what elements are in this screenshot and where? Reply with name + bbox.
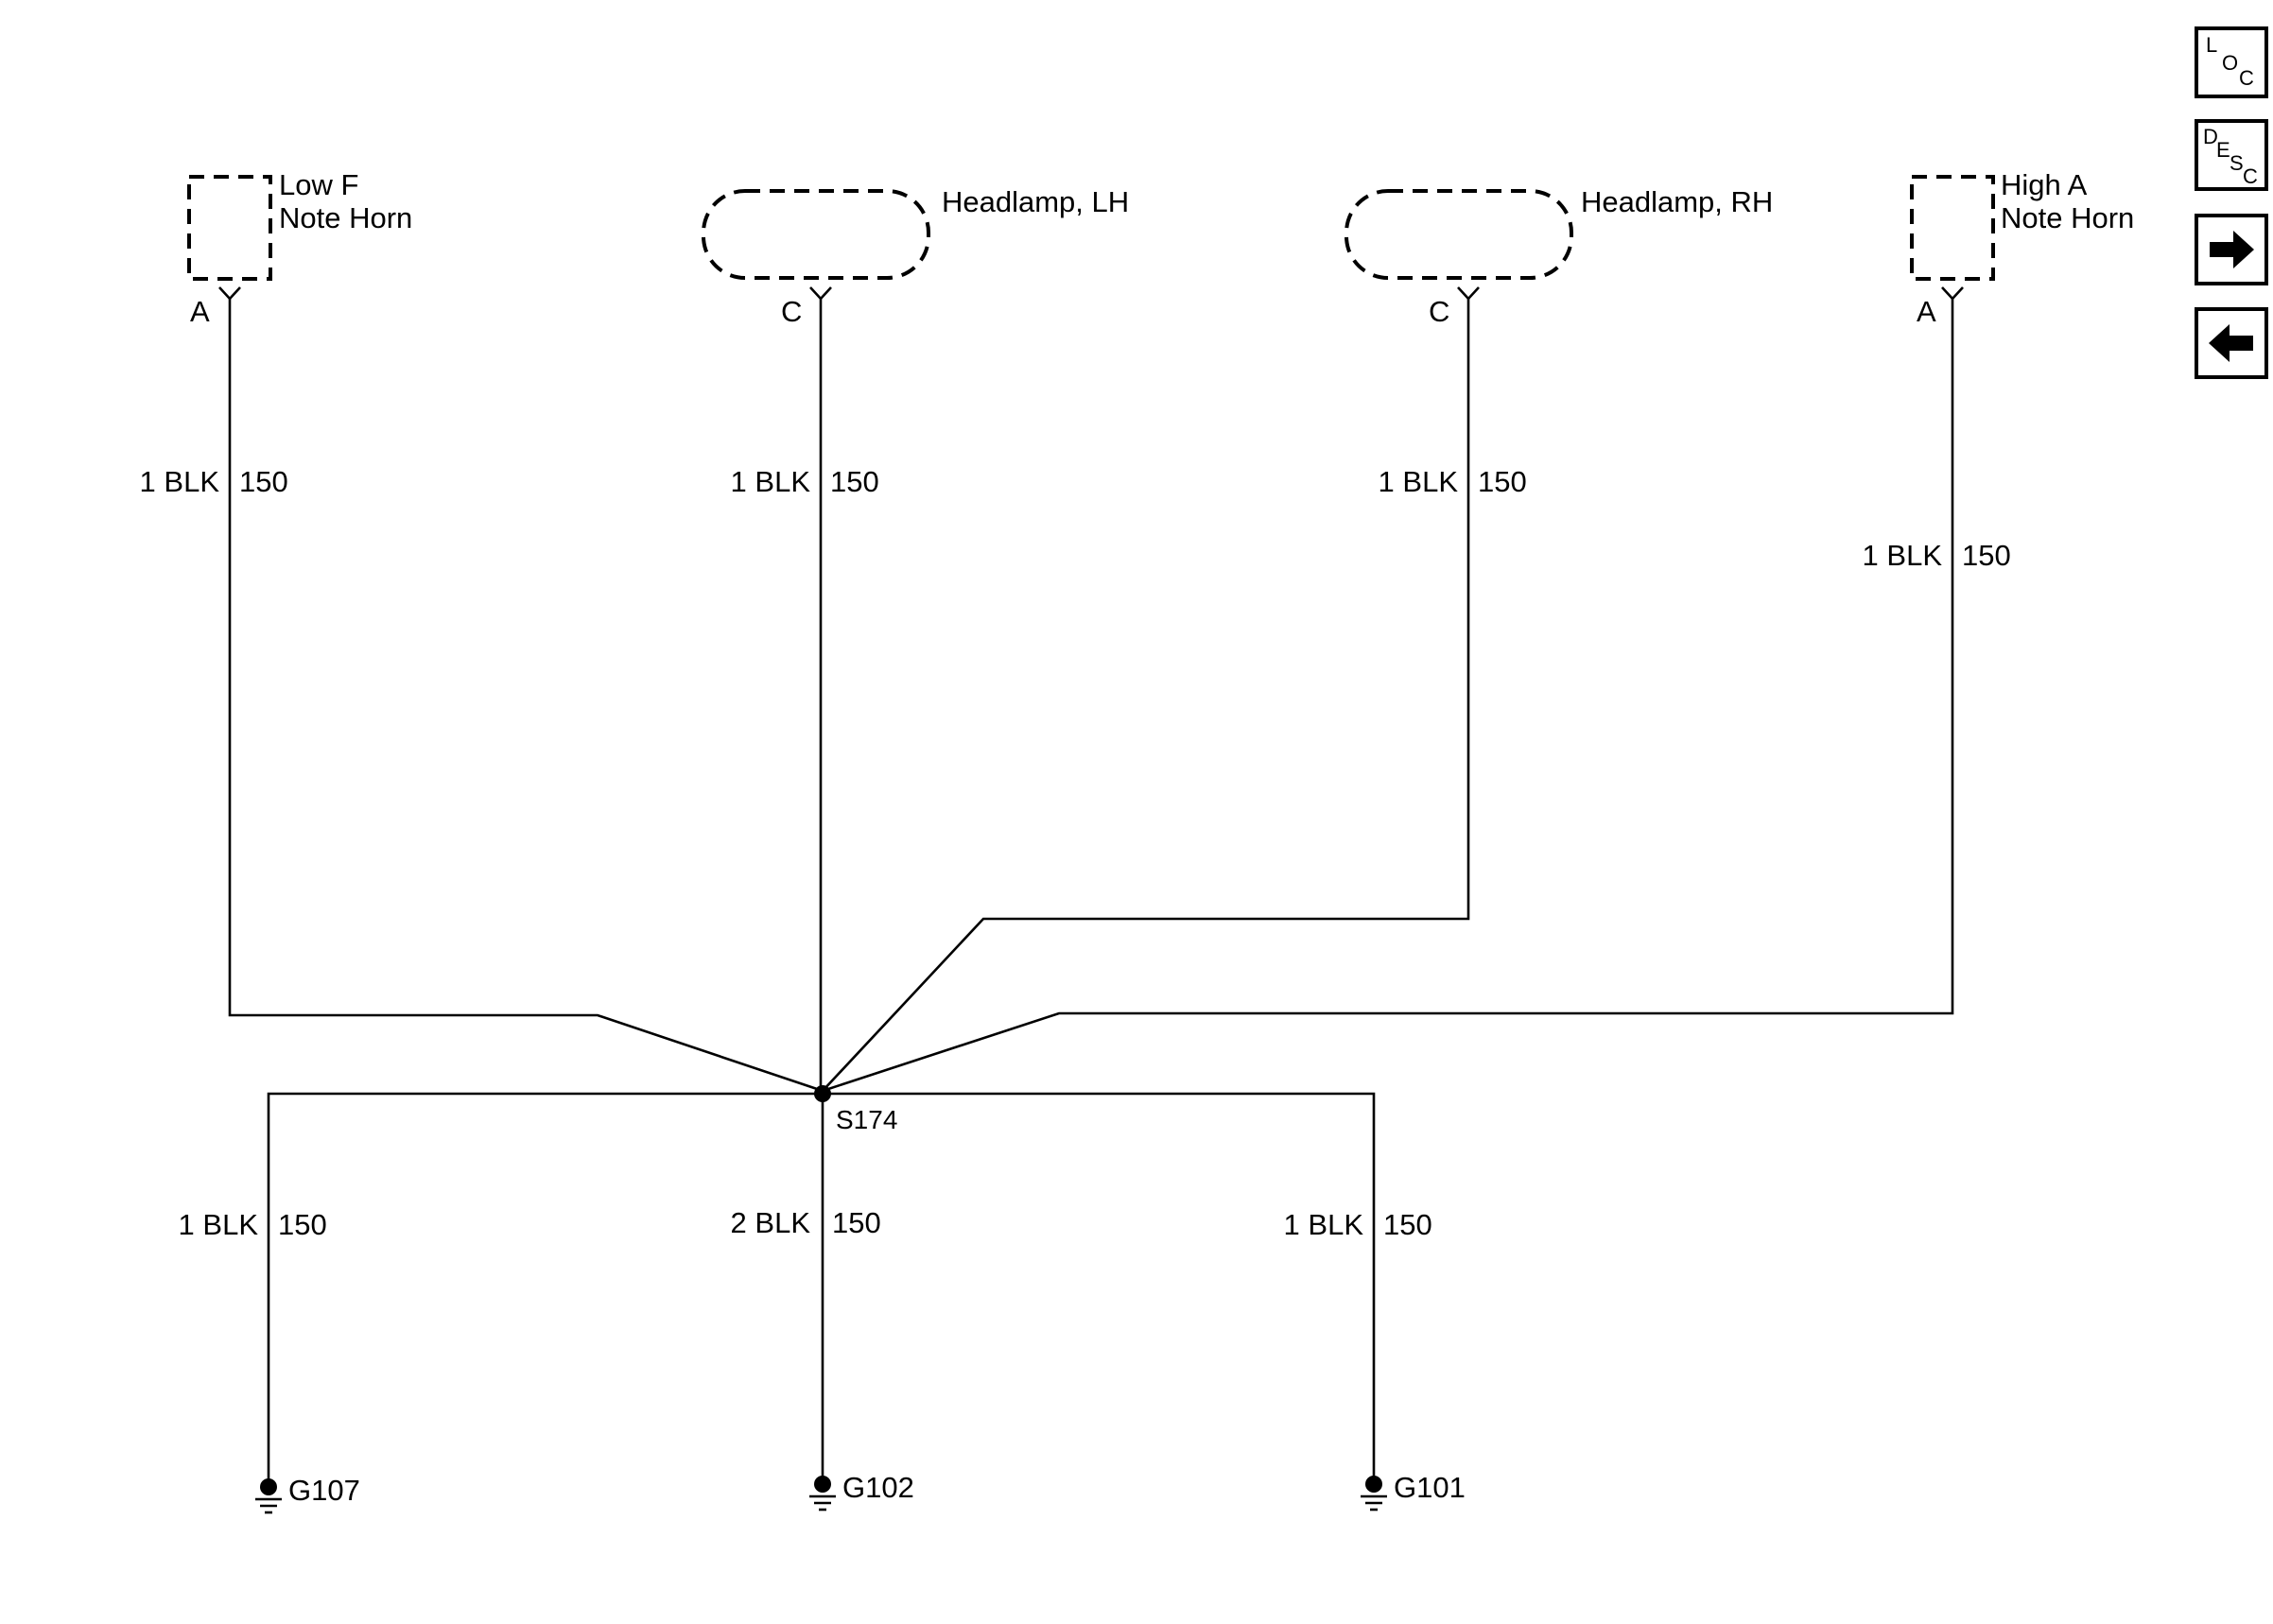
wire-low-horn <box>228 299 824 1093</box>
wire-g101-circuit: 150 <box>1383 1208 1432 1241</box>
wire-high-horn-spec: 1 BLK <box>1863 539 1943 572</box>
loc-letter-o: O <box>2222 51 2238 75</box>
ground-g107-label: G107 <box>288 1474 360 1507</box>
low-horn-pin: A <box>190 295 210 328</box>
low-horn-connector-icon <box>218 286 241 301</box>
wire-low-horn-circuit: 150 <box>239 465 288 498</box>
desc-letter-s: S <box>2230 151 2244 175</box>
headlamp-lh-label: Headlamp, LH <box>942 185 1129 218</box>
wire-g102-circuit: 150 <box>832 1206 881 1239</box>
ground-icon <box>1361 1476 1387 1512</box>
headlamp-rh-pin: C <box>1429 295 1449 328</box>
loc-letter-l: L <box>2206 33 2217 57</box>
high-horn-label-line2: Note Horn <box>2001 201 2134 234</box>
wire-g107-circuit: 150 <box>278 1208 327 1241</box>
arrow-left-icon <box>2209 324 2253 362</box>
splice-label: S174 <box>836 1105 897 1134</box>
ground-g101: G101 <box>1361 1471 1466 1512</box>
wire-g107-spec: 1 BLK <box>179 1208 259 1241</box>
wire-headlamp-lh-circuit: 150 <box>830 465 879 498</box>
high-horn-connector-icon <box>1941 286 1964 301</box>
headlamp-rh-component: Headlamp, RH C <box>1345 185 1773 328</box>
wire-high-horn-circuit: 150 <box>1962 539 2011 572</box>
high-horn-component: High A Note Horn A <box>1910 168 2134 328</box>
loc-button[interactable]: L O C <box>2195 26 2268 98</box>
ground-icon <box>809 1476 836 1512</box>
wire-ground-bus <box>267 1092 1376 1484</box>
headlamp-rh-label: Headlamp, RH <box>1581 185 1773 218</box>
ground-g101-label: G101 <box>1394 1471 1466 1504</box>
desc-letter-d: D <box>2203 125 2218 148</box>
wire-g102-spec: 2 BLK <box>731 1206 811 1239</box>
loc-letter-c: C <box>2239 66 2254 90</box>
arrow-right-icon <box>2210 231 2254 268</box>
headlamp-rh-connector-icon <box>1457 286 1480 301</box>
high-horn-label-line1: High A <box>2001 168 2088 201</box>
ground-icon <box>255 1478 282 1514</box>
low-horn-label-line1: Low F <box>279 168 358 201</box>
ground-g107: G107 <box>255 1474 360 1514</box>
desc-button[interactable]: D E S C <box>2195 119 2268 191</box>
wire-g101-spec: 1 BLK <box>1284 1208 1364 1241</box>
wire-headlamp-rh <box>822 299 1470 1092</box>
desc-letter-c: C <box>2243 164 2258 188</box>
headlamp-lh-connector-icon <box>809 286 832 301</box>
prev-button[interactable] <box>2195 307 2268 379</box>
headlamp-lh-pin: C <box>781 295 802 328</box>
headlamp-lh-component: Headlamp, LH C <box>702 185 1129 328</box>
wire-headlamp-rh-circuit: 150 <box>1478 465 1527 498</box>
low-horn-label-line2: Note Horn <box>279 201 412 234</box>
ground-g102-label: G102 <box>842 1471 914 1504</box>
wire-headlamp-rh-spec: 1 BLK <box>1379 465 1459 498</box>
high-horn-pin: A <box>1917 295 1936 328</box>
low-horn-component: Low F Note Horn A <box>187 168 412 328</box>
wire-low-horn-spec: 1 BLK <box>140 465 220 498</box>
desc-letter-e: E <box>2216 138 2230 162</box>
wire-high-horn <box>822 299 1954 1093</box>
wire-headlamp-lh-spec: 1 BLK <box>731 465 811 498</box>
ground-g102: G102 <box>809 1471 914 1512</box>
next-button[interactable] <box>2195 214 2268 285</box>
